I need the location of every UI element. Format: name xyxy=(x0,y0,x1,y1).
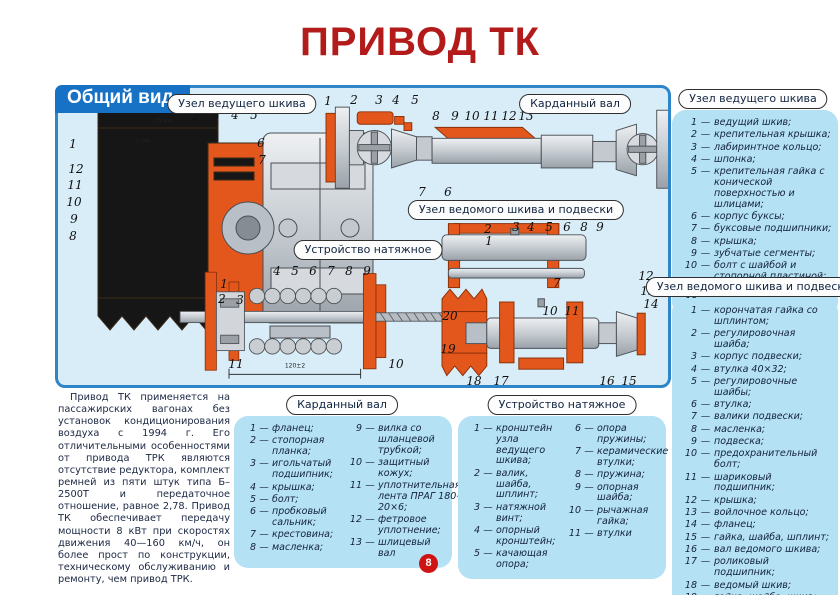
list-item: 4—втулка 40×32; xyxy=(690,363,787,375)
list-item: 19—гайка, шайба, шкив; xyxy=(680,592,832,595)
tensioner-parts-list: 1—кронштейн узла ведущего шкива;2—валик,… xyxy=(458,416,669,580)
list-item: 3—игольчатый подшипник; xyxy=(249,458,333,481)
list-item: 3—натяжной винт; xyxy=(473,501,547,524)
list-item: 9—подвеска; xyxy=(690,436,765,448)
list-item: 16—вал ведомого шкива; xyxy=(684,544,821,556)
dimension-length: 120±2 xyxy=(284,362,306,370)
drive-pulley-list-title: Узел ведущего шкива xyxy=(678,89,828,109)
cardan-shaft-drawing xyxy=(325,106,668,189)
list-item: 1—фланец; xyxy=(249,423,314,434)
list-item: 10—рычажная гайка; xyxy=(568,504,649,527)
list-item: 13—шлицевый вал xyxy=(349,537,431,560)
list-item: 4—опорный кронштейн; xyxy=(473,524,556,547)
technical-drawings xyxy=(97,95,668,379)
list-item: 12—крышка; xyxy=(684,494,757,506)
list-item: 15—гайка, шайба, шплинт; xyxy=(684,531,830,543)
list-item: 14—фланец; xyxy=(684,519,756,531)
list-item: 7—буксовые подшипники; xyxy=(690,223,832,235)
list-item: 8—масленка; xyxy=(690,423,766,435)
list-item: 2—регулировочная шайба; xyxy=(690,328,796,350)
list-item: 3—лабиринтное кольцо; xyxy=(690,141,822,153)
list-item: 2—валик, шайба, шплинт; xyxy=(473,467,539,501)
tensioner-parts-col2: 6—опора пружины;7—керамические втулки;8—… xyxy=(567,423,669,572)
label-tensioner: Устройство натяжное xyxy=(293,240,443,260)
list-item: 6—пробковый сальник; xyxy=(249,506,327,529)
driven-pulley-list-title: Узел ведомого шкива и подвески xyxy=(645,277,840,297)
label-cardan-shaft: Карданный вал xyxy=(519,94,631,114)
driven-pulley-parts-list: 1—корончатая гайка со шплинтом;2—регулир… xyxy=(672,298,838,595)
cardan-list-title: Карданный вал xyxy=(286,395,398,415)
list-item: 8—масленка; xyxy=(249,541,324,553)
list-item: 10—защитный кожух; xyxy=(349,456,430,479)
list-item: 3—корпус подвески; xyxy=(690,351,803,363)
list-item: 1—кронштейн узла ведущего шкива; xyxy=(473,423,553,467)
list-item: 11—уплотнительная лента ПРАГ 180-20×6; xyxy=(349,480,461,513)
list-item: 11—втулки xyxy=(568,527,632,539)
list-item: 5—болт; xyxy=(249,493,299,505)
list-item: 7—валики подвески; xyxy=(690,411,803,423)
cardan-parts-col1: 1—фланец;2—стопорная планка;3—игольчатый… xyxy=(242,423,340,561)
dimension-belt: 33 мм xyxy=(153,117,173,125)
list-item: 7—керамические втулки; xyxy=(574,446,669,468)
cardan-parts-col2: 9—вилка со шланцевой трубкой;10—защитный… xyxy=(348,423,461,561)
list-item: 6—опора пружины; xyxy=(574,423,647,445)
list-item: 4—шпонка; xyxy=(690,153,756,165)
list-item: 12—фетровое уплотнение; xyxy=(349,514,441,536)
list-item: 1—корончатая гайка со шплинтом; xyxy=(690,305,818,327)
list-item: 8—крышка; xyxy=(690,235,757,247)
list-item: 2—стопорная планка; xyxy=(249,435,325,458)
label-driven-pulley: Узел ведомого шкива и подвески xyxy=(407,200,625,220)
general-view-label: Общий вид xyxy=(55,85,190,113)
list-item: 13—войлочное кольцо; xyxy=(684,507,809,519)
intro-paragraph: Привод ТК применяется на пассажирских ва… xyxy=(58,392,230,586)
dimension-gap: 2 мм xyxy=(135,137,151,145)
list-item: 10—предохранительный болт; xyxy=(684,448,818,471)
list-item: 10—болт с шайбой и стопорной пластиной; xyxy=(684,260,826,282)
list-item: 9—зубчатые сегменты; xyxy=(690,248,816,260)
cardan-parts-list: 1—фланец;2—стопорная планка;3—игольчатый… xyxy=(234,416,461,569)
list-item: 4—крышка; xyxy=(249,481,315,493)
list-item: 7—крестовина; xyxy=(249,529,334,541)
list-item: 17—роликовый подшипник; xyxy=(684,556,775,579)
page-title: ПРИВОД ТК xyxy=(299,20,541,64)
tensioner-parts-col1: 1—кронштейн узла ведущего шкива;2—валик,… xyxy=(466,423,559,572)
list-item: 8—пружина; xyxy=(574,469,645,481)
list-item: 6—втулка; xyxy=(690,399,752,411)
list-item: 5—крепительная гайка с конической поверх… xyxy=(690,166,825,210)
list-item: 1—ведущий шкив; xyxy=(690,117,792,128)
list-item: 5—качающая опора; xyxy=(473,548,548,570)
list-item: 6—корпус буксы; xyxy=(690,211,785,223)
driven-pulley-drawing xyxy=(441,223,646,377)
tensioner-list-title: Устройство натяжное xyxy=(487,395,637,415)
list-item: 5—регулировочные шайбы; xyxy=(690,375,798,398)
label-drive-pulley: Узел ведущего шкива xyxy=(167,94,317,114)
list-item: 9—опорная шайба; xyxy=(574,481,639,504)
list-item: 18—ведомый шкив; xyxy=(684,579,792,591)
page-number-badge: 8 xyxy=(419,554,438,573)
list-item: 2—крепительная крышка; xyxy=(690,129,831,141)
list-item: 9—вилка со шланцевой трубкой; xyxy=(355,423,435,456)
list-item: 11—шариковый подшипник; xyxy=(684,471,775,494)
